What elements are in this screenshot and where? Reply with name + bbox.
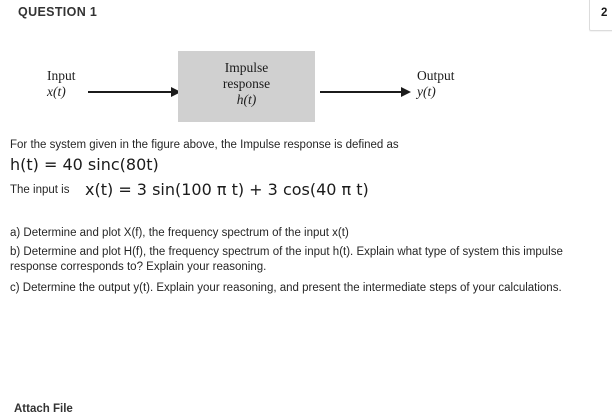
input-label: Input x(t) — [47, 68, 76, 100]
points-value: 2 — [601, 7, 608, 19]
input-label-line2: x(t) — [47, 84, 66, 99]
impulse-response-box-text: Impulse response h(t) — [178, 60, 315, 108]
output-label-line1: Output — [417, 68, 455, 83]
question-part-b: b) Determine and plot H(f), the frequenc… — [10, 246, 563, 273]
question-part-a: a) Determine and plot X(f), the frequenc… — [10, 227, 349, 239]
box-line-3: h(t) — [236, 92, 257, 107]
input-signal-equation: x(t) = 3 sin(100 π t) + 3 cos(40 π t) — [85, 180, 369, 199]
input-label-line1: Input — [47, 68, 76, 83]
intro-text: For the system given in the figure above… — [10, 139, 399, 151]
output-label-line2: y(t) — [417, 84, 436, 99]
input-arrow-icon — [88, 87, 181, 97]
impulse-response-equation: h(t) = 40 sinc(80t) — [10, 155, 159, 174]
output-label: Output y(t) — [417, 68, 455, 100]
box-line-1: Impulse — [224, 60, 269, 75]
block-diagram: Input x(t) Impulse response h(t) Output … — [0, 44, 612, 130]
output-arrow-icon — [320, 87, 411, 97]
input-is-label: The input is — [10, 184, 70, 196]
points-card: 2 — [589, 0, 612, 31]
question-part-c: c) Determine the output y(t). Explain yo… — [10, 282, 562, 294]
impulse-response-box: Impulse response h(t) — [178, 51, 315, 122]
box-line-2: response — [222, 76, 271, 91]
page-title: QUESTION 1 — [18, 5, 98, 19]
attach-file-label[interactable]: Attach File — [14, 403, 73, 415]
